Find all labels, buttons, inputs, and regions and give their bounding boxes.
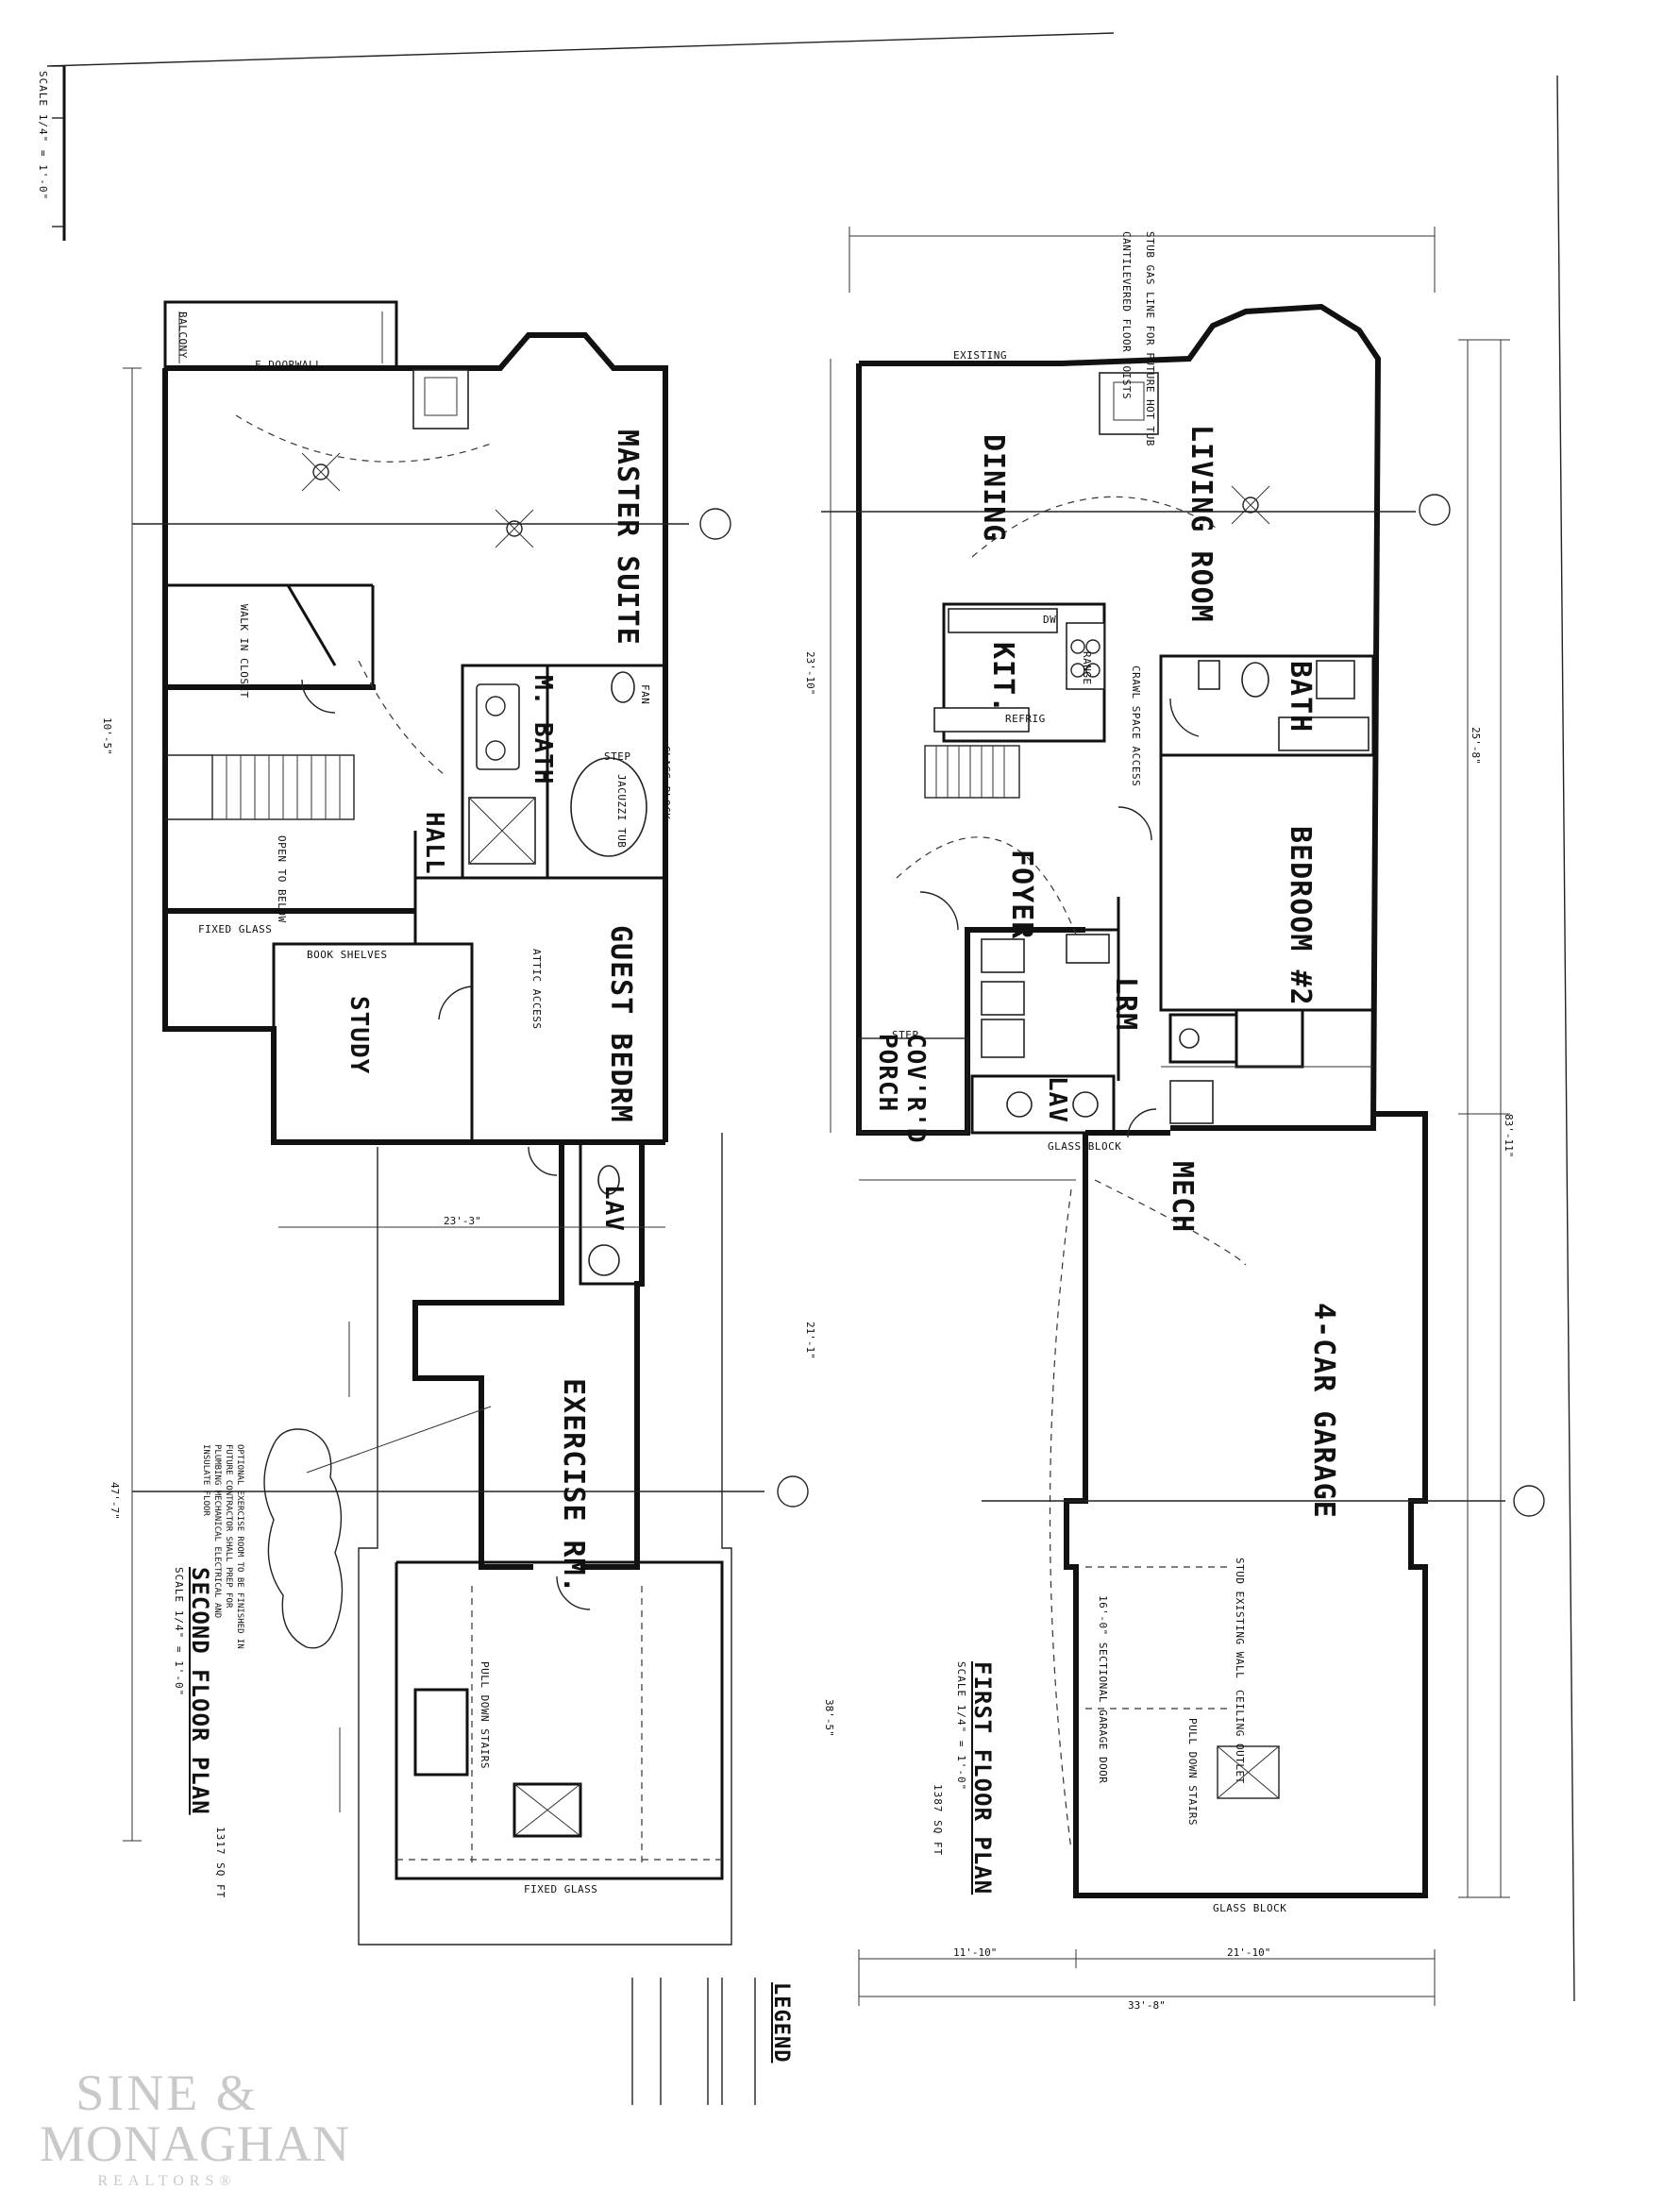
room-label-mech: MECH	[1166, 1161, 1199, 1234]
dim-second-seg-b: 10'-5"	[101, 717, 113, 755]
room-label-exercise-rm: EXERCISE RM.	[557, 1378, 590, 1594]
note-jacuzzi-tub: JACUZZI TUB	[615, 774, 628, 849]
note-fixed-glass-bottom: FIXED GLASS	[524, 1883, 598, 1895]
note-existing-top: EXISTING	[953, 349, 1007, 362]
note-pull-down-stairs-1st: PULL DOWN STAIRS	[1186, 1718, 1199, 1826]
ceiling-fans	[301, 452, 534, 548]
legend-title: LEGEND	[769, 1982, 793, 2064]
realtor-watermark-logo: SINE & MONAGHAN REALTORS®	[40, 2064, 350, 2189]
second-floor-scale: SCALE 1/4" = 1'-0"	[173, 1567, 185, 1697]
first-stair-treads	[935, 746, 1005, 798]
dim-first-height-right: 25'-8"	[1470, 727, 1482, 765]
room-label-bedroom-2: BEDROOM #2	[1284, 826, 1317, 1006]
note-fixed-glass-top: FIXED GLASS	[198, 923, 273, 935]
note-walk-in-closet: WALK IN CLOSET	[238, 604, 250, 699]
first-floor-area: 1387 SQ FT	[932, 1784, 944, 1857]
room-label-study: STUDY	[344, 996, 373, 1075]
room-label-covrd-porch: COV'R'D PORCH	[873, 1034, 930, 1144]
room-label-kit: KIT.	[986, 642, 1019, 715]
note-step: STEP	[604, 750, 631, 763]
room-label-4-car-garage: 4-CAR GARAGE	[1307, 1303, 1340, 1519]
room-label-hall: HALL	[420, 812, 448, 875]
note-sectional-garage-door: 16'-0" SECTIONAL GARAGE DOOR	[1097, 1595, 1109, 1784]
note-book-shelves: BOOK SHELVES	[307, 949, 388, 961]
note-doorwall: F DOORWALL	[255, 359, 323, 371]
dim-first-seg-a: 11'-10"	[953, 1946, 998, 1959]
dim-first-height-bottom: 38'-5"	[823, 1699, 835, 1737]
dim-first-overall-height: 83'-11"	[1503, 1114, 1515, 1158]
first-floor-scale: SCALE 1/4" = 1'-0"	[955, 1661, 967, 1792]
note-dw: DW	[1043, 614, 1057, 626]
note-crawl-space-access: CRAWL SPACE ACCESS	[1130, 665, 1142, 787]
room-label-dining: DINING	[977, 434, 1010, 543]
sheet-border	[46, 32, 1575, 2002]
note-glass-block-first: GLASS BLOCK	[1048, 1140, 1122, 1153]
room-label-second-lav: LAV	[599, 1185, 628, 1232]
first-floor-title: FIRST FLOOR PLAN	[969, 1661, 996, 1895]
dim-first-total-width: 33'-8"	[1128, 1999, 1166, 2012]
second-floor-area: 1317 SQ FT	[214, 1827, 227, 1899]
room-label-bath: BATH	[1284, 661, 1317, 733]
dim-first-seg-b: 21'-10"	[1227, 1946, 1271, 1959]
dim-first-height-top: 23'-10"	[804, 651, 816, 696]
note-pull-down-stairs-2nd: PULL DOWN STAIRS	[479, 1661, 491, 1769]
second-floor-title: SECOND FLOOR PLAN	[187, 1567, 213, 1815]
dim-first-height-mid: 21'-1"	[804, 1322, 816, 1359]
note-ceiling-outlet: CEILING OUTLET	[1234, 1690, 1246, 1784]
room-label-m-bath: M. BATH	[529, 675, 557, 785]
legend-block	[631, 1978, 756, 2105]
room-label-foyer: FOYER	[1005, 850, 1038, 940]
note-cantilevered-joists: CANTILEVERED FLOOR JOISTS	[1120, 231, 1133, 400]
note-open-below: OPEN TO BELOW	[276, 835, 288, 923]
note-fan: FAN	[639, 684, 651, 705]
room-label-first-lav: LAV	[1043, 1076, 1071, 1123]
room-label-living-room: LIVING ROOM	[1184, 425, 1218, 623]
dim-second-seg-a: 23'-3"	[444, 1215, 481, 1227]
note-refrig: REFRIG	[1005, 713, 1046, 725]
note-glass-block-garage: GLASS BLOCK	[1213, 1902, 1287, 1914]
sheet-scale-note: SCALE 1/4" = 1'-0"	[37, 71, 49, 201]
note-balcony: BALCONY	[176, 312, 189, 359]
note-attic-access: ATTIC ACCESS	[530, 949, 543, 1030]
note-gas-line: STUB GAS LINE FOR FUTURE HOT TUB	[1144, 231, 1156, 446]
note-step-first: STEP	[892, 1029, 919, 1041]
note-range: RANGE	[1081, 651, 1093, 685]
stair-treads	[226, 755, 341, 819]
room-label-guest-bedrm: GUEST BEDRM	[604, 925, 637, 1123]
dim-second-overall-height: 47'-7"	[109, 1482, 121, 1520]
note-glass-block: GLASS BLOCK	[660, 746, 672, 820]
second-floor-plan	[123, 300, 809, 1946]
note-stud-existing-wall: STUD EXISTING WALL	[1234, 1558, 1246, 1679]
room-label-master-suite: MASTER SUITE	[611, 430, 644, 646]
room-label-lrm: LRM	[1109, 977, 1142, 1032]
first-floor-plan	[821, 227, 1545, 2006]
